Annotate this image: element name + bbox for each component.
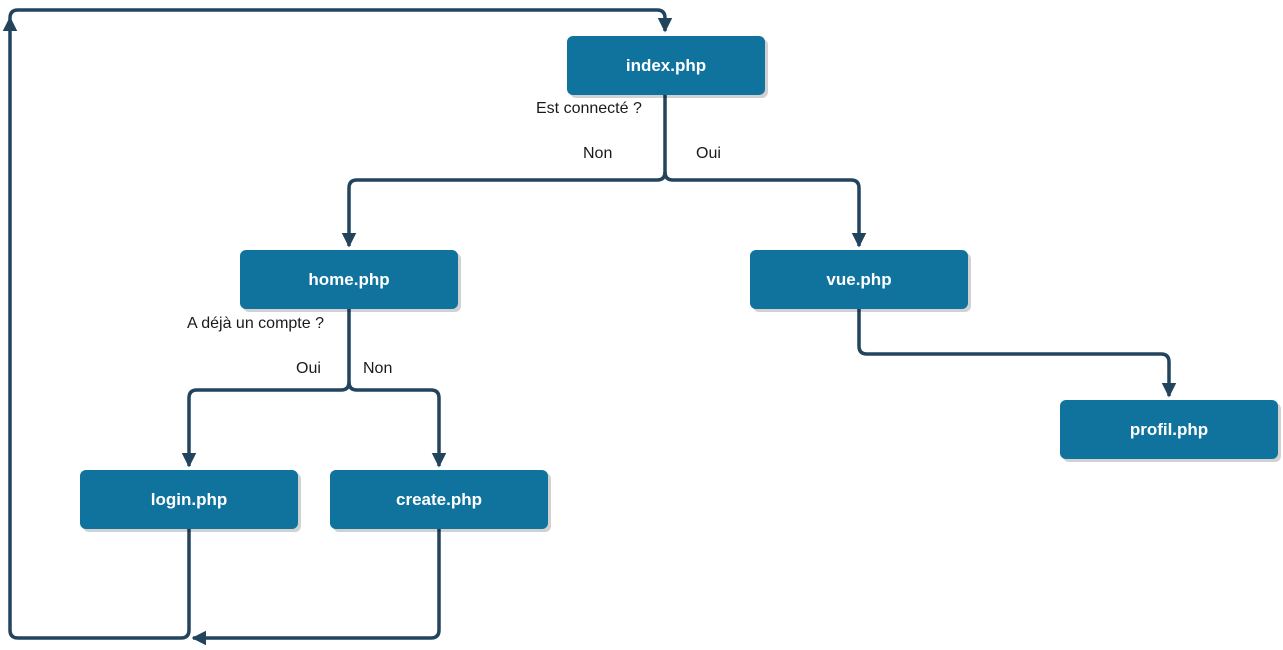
edge-home-to-create <box>347 381 447 468</box>
edge-loop-top-to-index <box>8 8 673 33</box>
node-profil-php[interactable]: profil.php <box>1060 400 1278 459</box>
node-vue-php[interactable]: vue.php <box>750 250 968 309</box>
label-oui-index: Oui <box>696 145 721 162</box>
edge-login-loop-to-index <box>2 16 191 640</box>
label-deja-compte: A déjà un compte ? <box>187 315 324 332</box>
node-home-php[interactable]: home.php <box>240 250 458 309</box>
node-create-php[interactable]: create.php <box>330 470 548 529</box>
label-non-index: Non <box>583 145 613 162</box>
node-index-php[interactable]: index.php <box>567 36 765 95</box>
label-oui-home: Oui <box>296 360 321 377</box>
edge-create-return <box>191 529 441 646</box>
edge-vue-to-profil <box>857 309 1177 398</box>
label-non-home: Non <box>363 360 393 377</box>
edge-index-to-vue <box>663 171 867 248</box>
node-login-php[interactable]: login.php <box>80 470 298 529</box>
label-est-connecte: Est connecté ? <box>536 100 642 117</box>
